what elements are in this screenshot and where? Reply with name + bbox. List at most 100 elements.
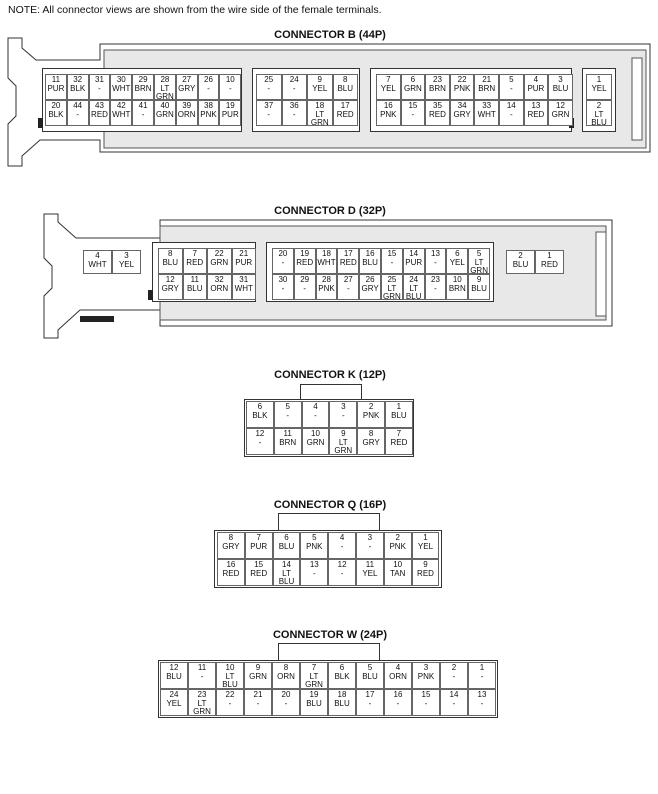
terminal-k-5: 5- bbox=[273, 401, 302, 428]
wire-color: BRN bbox=[448, 283, 466, 293]
wire-color: BRN bbox=[478, 83, 496, 93]
terminal-number: 29 bbox=[300, 275, 310, 284]
terminal-number: 18 bbox=[337, 690, 347, 699]
wire-color: - bbox=[267, 83, 271, 93]
terminal-number: 28 bbox=[322, 275, 331, 284]
wire-color: - bbox=[424, 698, 428, 708]
terminal-number: 9 bbox=[341, 429, 346, 438]
connector-w-latch bbox=[278, 643, 380, 661]
terminal-w-13: 13- bbox=[468, 689, 496, 716]
terminal-number: 24 bbox=[409, 275, 419, 284]
wire-color: RED bbox=[296, 257, 314, 267]
wire-color: WHT bbox=[234, 283, 253, 293]
terminal-number: 3 bbox=[341, 402, 346, 411]
terminal-number: 15 bbox=[254, 560, 264, 569]
wire-color: - bbox=[434, 257, 437, 267]
wire-color: - bbox=[258, 437, 262, 447]
terminal-number: 35 bbox=[433, 101, 442, 110]
wire-color: GRN bbox=[551, 109, 570, 119]
wire-color: - bbox=[340, 541, 344, 551]
wire-color: WHT bbox=[112, 83, 131, 93]
wire-color: GRY bbox=[161, 283, 179, 293]
terminal-number: 11 bbox=[51, 75, 61, 84]
wire-color: - bbox=[312, 568, 316, 578]
terminal-number: 12 bbox=[169, 663, 179, 672]
terminal-w-15: 15- bbox=[412, 689, 440, 716]
wire-color: - bbox=[281, 257, 285, 267]
wire-color: ORN bbox=[177, 109, 196, 119]
terminal-q-4: 4- bbox=[328, 532, 356, 559]
terminal-number: 30 bbox=[278, 275, 288, 284]
terminal-number: 9 bbox=[317, 75, 322, 84]
wire-color: TAN bbox=[389, 568, 406, 578]
wire-color: LT GRN bbox=[193, 698, 211, 716]
terminal-number: 33 bbox=[482, 101, 492, 110]
terminal-number: 21 bbox=[482, 75, 492, 84]
wire-color: LT GRN bbox=[156, 83, 174, 100]
wire-color: WHT bbox=[88, 259, 107, 269]
wire-color: - bbox=[368, 698, 372, 708]
wire-color: RED bbox=[250, 568, 268, 578]
wire-color: BLU bbox=[162, 257, 179, 267]
wire-color: PNK bbox=[380, 109, 397, 119]
wire-color: BLU bbox=[166, 671, 182, 681]
terminal-number: 3 bbox=[367, 533, 373, 542]
wire-color: GRY bbox=[178, 83, 196, 93]
wire-color: - bbox=[452, 698, 456, 708]
terminal-b-26: 26- bbox=[197, 74, 220, 100]
terminal-number: 11 bbox=[365, 560, 375, 569]
wire-color: YEL bbox=[118, 259, 135, 269]
terminal-number: 24 bbox=[289, 75, 299, 84]
terminal-number: 13 bbox=[531, 101, 541, 110]
terminal-d-27: 27- bbox=[337, 274, 360, 300]
terminal-number: 2 bbox=[395, 533, 400, 542]
terminal-number: 9 bbox=[255, 663, 261, 672]
lock-tab bbox=[148, 290, 153, 300]
wire-color: - bbox=[480, 671, 484, 681]
terminal-number: 3 bbox=[558, 75, 563, 84]
wire-color: BLU bbox=[362, 671, 378, 681]
terminal-number: 14 bbox=[409, 249, 419, 258]
wire-color: WHT bbox=[112, 109, 131, 119]
terminal-number: 44 bbox=[73, 101, 83, 110]
wire-color: - bbox=[76, 109, 80, 119]
lock-tab bbox=[80, 316, 114, 322]
terminal-number: 16 bbox=[393, 690, 403, 699]
wire-color: - bbox=[509, 83, 513, 93]
wire-color: - bbox=[346, 283, 350, 293]
wire-color: YEL bbox=[417, 541, 434, 551]
terminal-number: 13 bbox=[477, 690, 487, 699]
terminal-b-36: 36- bbox=[281, 100, 307, 126]
terminal-w-20: 20- bbox=[272, 689, 300, 716]
terminal-number: 27 bbox=[182, 75, 192, 84]
wire-color: PNK bbox=[417, 671, 435, 681]
wire-color: PUR bbox=[221, 109, 239, 119]
terminal-number: 1 bbox=[396, 402, 402, 411]
wire-color: BRN bbox=[134, 83, 152, 93]
terminal-number: 6 bbox=[339, 663, 345, 672]
wire-color: ORN bbox=[389, 671, 407, 681]
wire-color: BLU bbox=[337, 83, 354, 93]
wire-color: BLU bbox=[186, 283, 203, 293]
terminal-b-31: 31- bbox=[88, 74, 111, 100]
terminal-number: 32 bbox=[214, 275, 224, 284]
